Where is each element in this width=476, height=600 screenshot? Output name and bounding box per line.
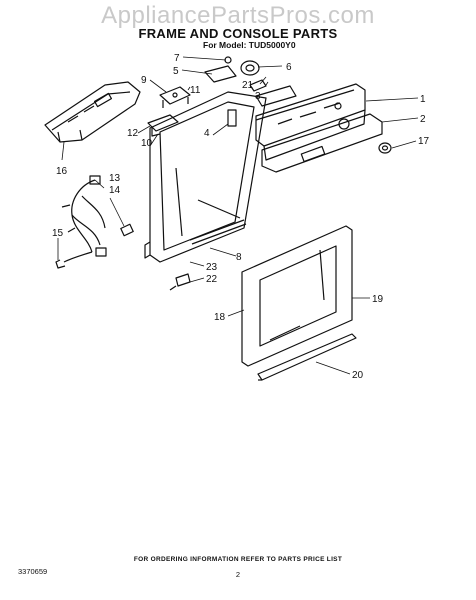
callout-16: 16 <box>56 166 68 177</box>
callout-20: 20 <box>352 370 364 381</box>
callout-14: 14 <box>109 185 121 196</box>
callout-13: 13 <box>109 173 121 184</box>
part-13-wire-harness <box>55 175 134 269</box>
callout-21: 21 <box>242 80 254 91</box>
callout-12: 12 <box>127 128 139 139</box>
callout-19: 19 <box>372 294 384 305</box>
callout-3: 3 <box>255 91 261 102</box>
callout-8: 8 <box>236 252 242 263</box>
ordering-note: FOR ORDERING INFORMATION REFER TO PARTS … <box>133 556 343 563</box>
part-20-trim <box>257 333 357 381</box>
part-5-hinge <box>204 56 237 83</box>
part-4-door-frame <box>144 91 267 263</box>
part-3-clip <box>249 79 297 107</box>
model-subtitle: For Model: TUD5000Y0 <box>203 40 296 50</box>
watermark-text: AppliancePartsPros.com <box>101 2 375 29</box>
part-1-console <box>255 83 366 161</box>
part-16-bracket <box>44 81 141 143</box>
part-6-knob <box>240 60 260 76</box>
callout-6: 6 <box>286 62 292 73</box>
callout-23: 23 <box>206 262 218 273</box>
callout-15: 15 <box>52 228 64 239</box>
part-18-door-panel <box>241 225 353 367</box>
diagram-title: FRAME AND CONSOLE PARTS <box>138 26 338 41</box>
callout-7: 7 <box>174 53 180 64</box>
part-2-panel <box>261 113 383 173</box>
part-22-clip <box>169 273 191 291</box>
callout-10: 10 <box>141 138 153 149</box>
callout-1: 1 <box>420 94 426 105</box>
callout-5: 5 <box>173 66 179 77</box>
document-code: 3370659 <box>18 567 48 576</box>
callout-22: 22 <box>206 274 218 285</box>
callout-9: 9 <box>141 75 147 86</box>
callout-2: 2 <box>420 114 426 125</box>
leader-lines <box>57 56 419 375</box>
callout-4: 4 <box>204 128 210 139</box>
part-8-gasket <box>189 219 247 245</box>
part-9-switch <box>159 86 191 108</box>
callout-17: 17 <box>418 136 430 147</box>
callout-11: 11 <box>190 85 201 96</box>
page-number: 2 <box>235 570 241 579</box>
callout-18: 18 <box>214 312 226 323</box>
part-17-button <box>378 142 392 154</box>
callout-labels: 1 2 3 4 5 6 7 8 9 10 11 12 13 14 15 16 1… <box>52 53 430 381</box>
